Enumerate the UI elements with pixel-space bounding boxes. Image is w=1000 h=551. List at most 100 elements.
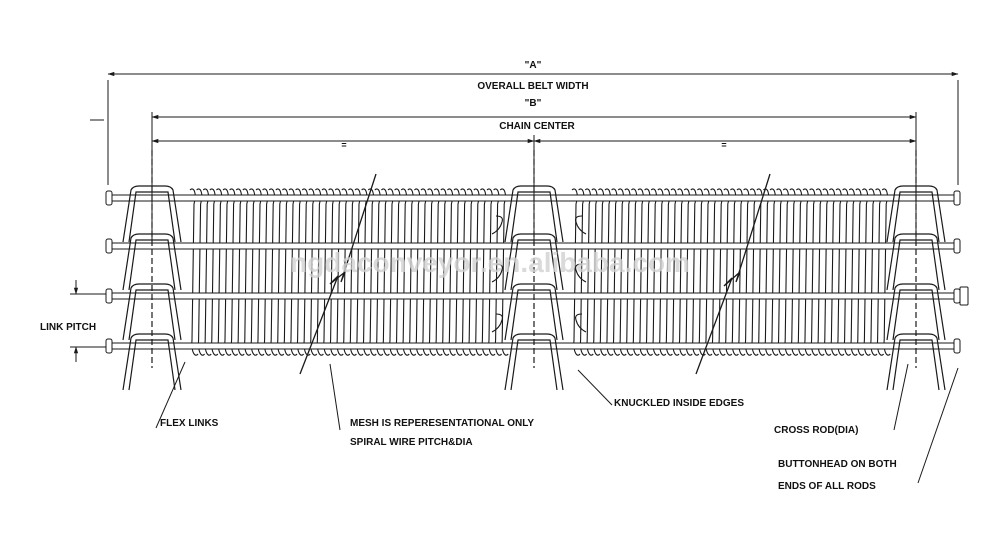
spiral-coil [361,188,371,356]
spiral-coil [255,188,265,356]
spiral-coil [604,188,614,356]
spiral-coil [776,188,786,356]
spiral-coil [381,188,390,356]
knuckle-edge [491,313,503,333]
rod-end-nut [959,286,969,306]
buttonhead-label-line1: BUTTONHEAD ON BOTH [778,459,897,470]
spiral-coil [202,188,212,356]
flex-link-chain-3 [886,150,946,391]
spiral-coil [584,188,594,356]
spiral-coil [400,188,410,356]
spiral-coil [683,188,693,356]
spiral-coil [222,188,232,356]
spiral-coil [598,188,607,356]
spiral-coil [268,188,278,356]
spiral-coil [249,188,258,356]
spiral-coil [703,188,713,356]
buttonhead-right [953,238,961,254]
knuckle-edge [575,263,587,283]
spiral-coil [842,188,852,356]
spiral-coil [875,188,885,356]
equal-mark-left: = [341,140,346,150]
spiral-coil [433,188,443,356]
spiral-coil [730,188,739,356]
cross-rod-1 [109,194,957,202]
spiral-coil [815,188,825,356]
flex-link [504,283,564,341]
spiral-coil [209,188,219,356]
overall-width-label: OVERALL BELT WIDTH [477,81,588,92]
spiral-coil [282,188,291,356]
spiral-coil [447,188,456,356]
belt-body [105,150,969,391]
spiral-coil [460,188,470,356]
spiral-coil [868,188,878,356]
spiral-coil [617,188,627,356]
spiral-coil [315,188,324,356]
spiral-coil [637,188,647,356]
spiral-coil [664,188,673,356]
spiral-coil [486,188,496,356]
spiral-coil [657,188,667,356]
chain-center-label: CHAIN CENTER [499,121,575,132]
equal-mark-right: = [721,140,726,150]
buttonhead-right [953,190,961,206]
spiral-coil [802,188,812,356]
spiral-coil [473,188,483,356]
spiral-coil [328,188,338,356]
spiral-coil [348,188,357,356]
spiral-coil [308,188,318,356]
spiral-coil [229,188,239,356]
spiral-coil [571,188,581,356]
buttonhead-right [953,338,961,354]
cross-rod-4 [109,342,957,350]
spiral-coil [321,188,331,356]
spiral-coil [414,188,423,356]
spiral-coil [275,188,285,356]
spiral-coil [189,188,199,356]
flex-links-label: FLEX LINKS [160,418,219,429]
link-pitch-label: LINK PITCH [40,322,96,333]
spiral-coil [407,188,417,356]
knuckle-edge [575,215,587,235]
mesh-label-line2: SPIRAL WIRE PITCH&DIA [350,437,473,448]
spiral-coil [862,188,871,356]
mesh-label-line1: MESH IS REPERESENTATIONAL ONLY [350,418,534,429]
buttonhead-left [105,288,113,304]
spiral-coil [374,188,384,356]
spiral-coil [789,188,799,356]
flex-link [886,283,946,341]
spiral-coil [295,188,305,356]
spiral-coil [743,188,753,356]
spiral-coil [782,188,792,356]
b-label: "B" [525,98,542,109]
buttonhead-left [105,190,113,206]
flex-link-chain-1 [122,150,182,391]
spiral-coil [480,188,489,356]
spiral-coil [493,188,503,356]
knuckle-edge [491,215,503,235]
spiral-coil [427,188,437,356]
spiral-coil [499,188,509,356]
spiral-coil [242,188,252,356]
spiral-coil [697,188,706,356]
spiral-coil [855,188,865,356]
buttonhead-left [105,238,113,254]
spiral-coil [288,188,298,356]
flex-link-chain-2 [504,150,564,391]
spiral-coil [387,188,397,356]
spiral-coil [631,188,640,356]
spiral-coil [354,188,364,356]
spiral-coil [736,188,746,356]
spiral-coil [578,188,588,356]
spiral-coil [334,188,344,356]
spiral-coil [453,188,463,356]
a-label: "A" [525,60,542,71]
spiral-coil [822,188,832,356]
spiral-coil [756,188,766,356]
spiral-coil [769,188,779,356]
spiral-coil [670,188,680,356]
spiral-coil [796,188,805,356]
spiral-coil [216,188,225,356]
